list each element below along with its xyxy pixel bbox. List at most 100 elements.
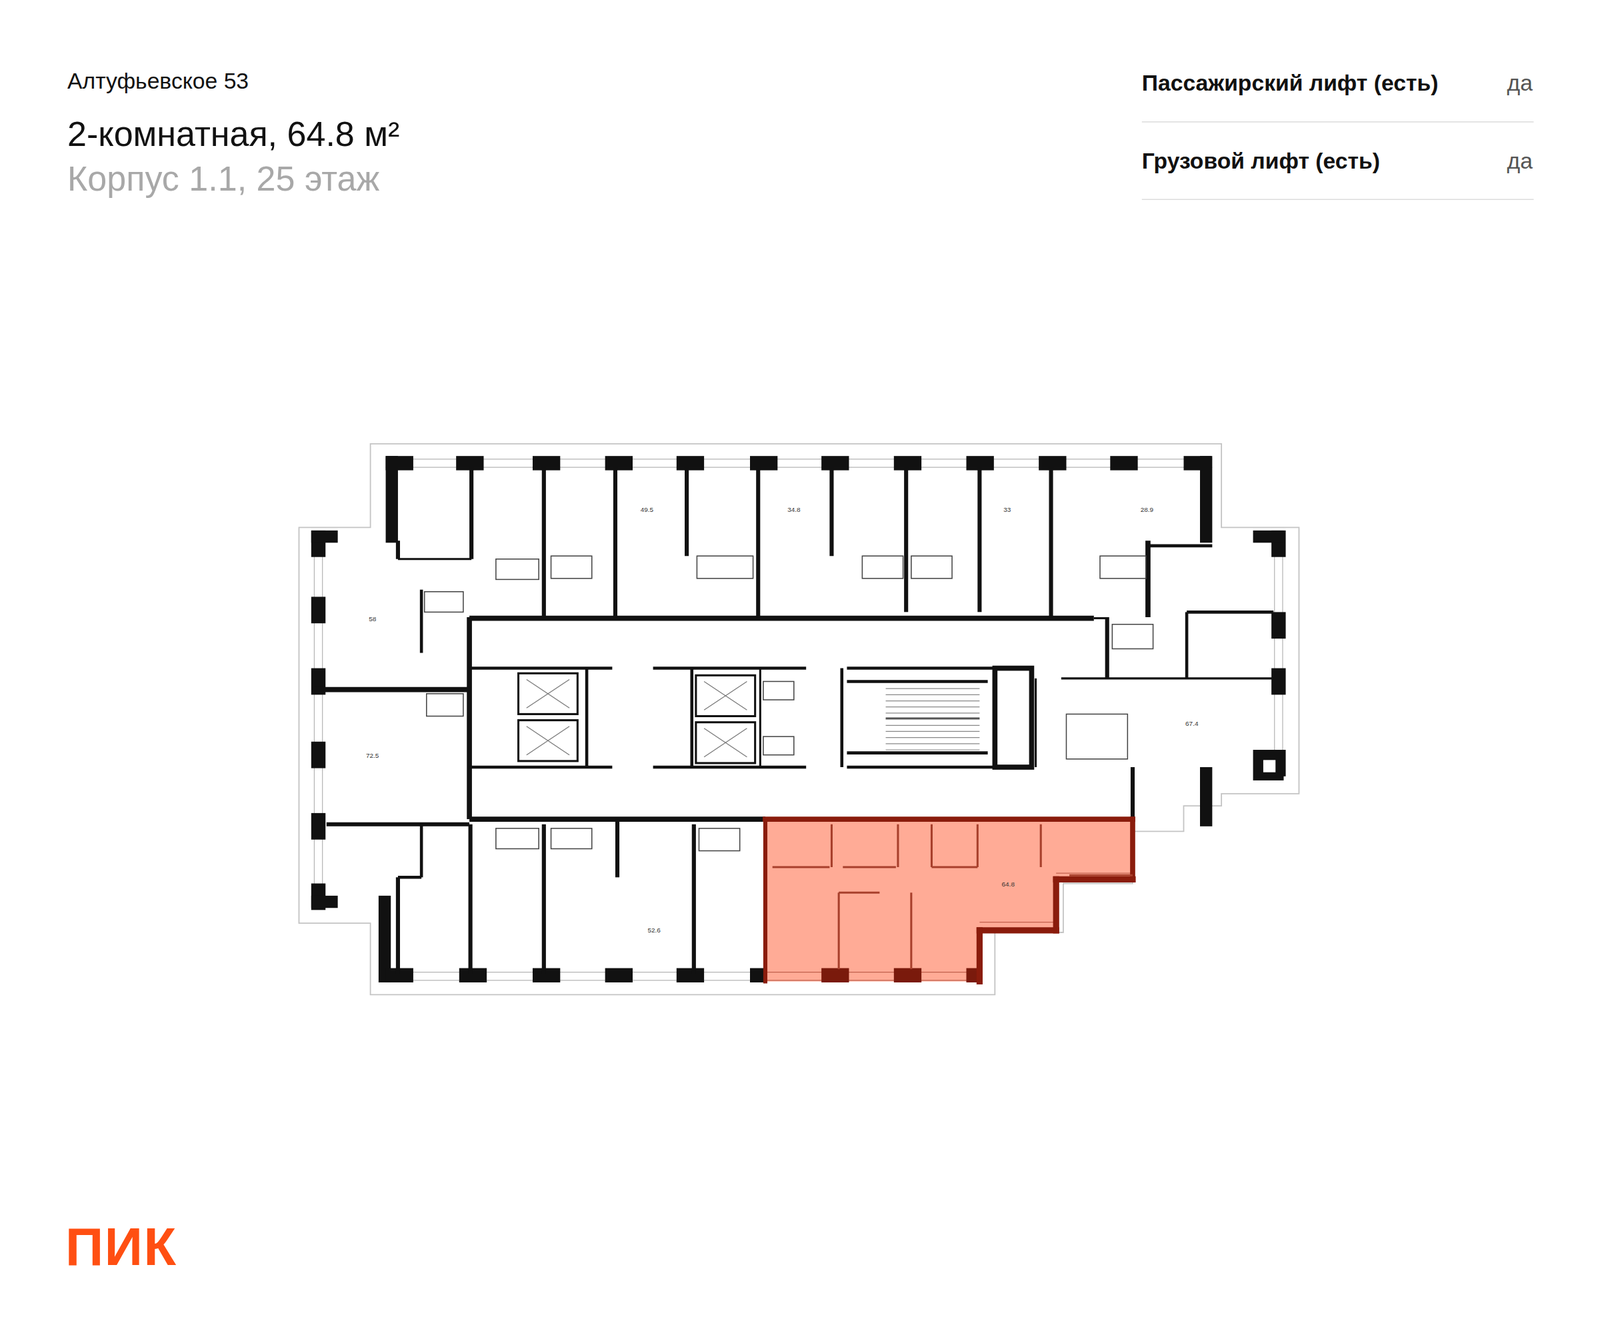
apartment-walls [765,819,1133,982]
stair-step [886,743,980,744]
lift-cross [704,681,747,710]
bathroom-fixture [1100,556,1146,579]
wall [690,668,694,768]
bathroom-fixture [698,828,740,852]
apartment-partition [1040,824,1042,868]
apartment-partition [838,892,880,894]
wall [469,666,612,670]
label-box: ПИК [65,1220,178,1274]
wall [846,751,988,755]
wall [846,666,995,670]
wall-pier [532,456,560,470]
window-line [1056,873,1133,874]
window-line [765,980,980,981]
table-cell: Пассажирский лифт (есть) [1142,70,1439,96]
wall-pier [532,968,560,983]
apartment-wall [763,819,768,982]
apartment-heading: 2-комнатная, 64.8 м² [67,114,400,153]
wall [1105,617,1110,679]
table-rule [1142,198,1534,200]
stair-step [886,694,980,696]
wall-pier [311,742,326,769]
stair-step [886,700,980,702]
table-cell: Грузовой лифт (есть) [1142,148,1380,174]
stair-step [886,706,980,708]
wall-pier [605,456,633,470]
apartment-wall [1130,819,1136,880]
wall-pier [459,968,487,983]
wall-pier [456,456,484,470]
wall-pier [311,596,326,624]
wall [846,766,995,770]
label-box: Пассажирский лифт (есть) [1142,72,1439,96]
table-rule [1142,121,1534,123]
shaft-box [994,668,1032,768]
lift-shaft [696,722,756,764]
apartment-area: 58 [368,615,378,624]
bathroom-fixture [424,592,464,613]
stair-rail [886,717,980,719]
bathroom-fixture [551,828,592,850]
wall [1034,678,1037,768]
area-number: 33 [1003,506,1011,514]
wall-pier [1253,530,1284,543]
wall [1185,612,1189,678]
lift-cross [704,728,747,758]
bathroom-fixture [862,556,903,579]
wall [420,824,424,878]
bathroom-fixture [496,828,539,850]
wall [469,469,474,560]
building-floor: Корпус 1.1, 25 этаж [67,159,380,198]
area-number: 58 [368,615,376,623]
area-number: 67.4 [1185,720,1198,728]
wall [420,590,424,654]
label-box: Грузовой лифт (есть) [1142,150,1380,173]
brand-logo: ПИК [65,1217,178,1277]
wall-pier [821,456,849,470]
shaft [1263,760,1276,772]
window-line [765,972,980,973]
area-number: 72.5 [366,752,379,760]
apartment-partition [910,892,912,970]
selected-apartment [765,819,1133,982]
lift-shaft [518,673,578,714]
wall [469,766,612,770]
stair-step [886,725,980,726]
window-lines [765,873,1133,981]
apartment-partition [976,824,979,868]
window-line [386,972,766,973]
wall [653,766,807,770]
label-box: Корпус 1.1, 25 этаж [67,161,380,196]
bathroom-fixture [763,681,794,700]
table-cell: да [1507,148,1533,174]
wall [692,824,696,975]
window-line [1282,530,1283,778]
wall-pier [966,456,994,470]
wall-pier [1200,456,1212,543]
wall-pier [750,456,778,470]
bathroom-fixture [911,556,952,579]
lift-cross [704,728,747,758]
wall [829,469,834,556]
stair-step [886,718,980,720]
label-box: да [1507,72,1533,96]
apartment-wall [979,927,1056,934]
apartment-wall [976,930,983,982]
area-number: 49.5 [640,506,654,514]
stair-step [886,688,980,690]
wall-pier [1271,612,1286,639]
window-line [322,530,323,908]
area-number: 28.9 [1140,506,1154,514]
wall [468,824,473,975]
wall [542,469,546,618]
wall [313,687,470,693]
label-box: Алтуфьевское 53 [67,70,249,94]
wall [904,469,908,612]
bathroom-fixture [426,694,464,717]
apartment-partition [838,892,840,970]
stairs [886,688,980,750]
bathroom-fixture [496,559,539,580]
wall [846,680,988,684]
apartment-partition [930,824,933,868]
wall-pier [311,896,338,908]
